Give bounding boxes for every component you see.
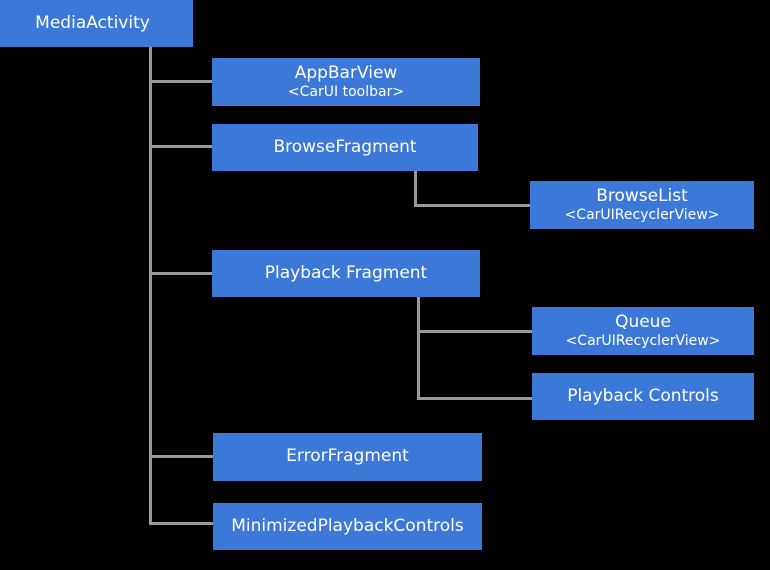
node-app-bar-view[interactable]: AppBarView <CarUI toolbar> (212, 58, 480, 106)
node-playback-controls-title: Playback Controls (567, 385, 719, 406)
connector-media-activity-to-minimized-playback-controls (149, 522, 215, 525)
node-browse-list-subtitle: <CarUIRecyclerView> (564, 207, 720, 224)
node-queue-title: Queue (615, 311, 671, 332)
node-browse-fragment[interactable]: BrowseFragment (212, 124, 478, 171)
node-minimized-playback-controls-title: MinimizedPlaybackControls (231, 515, 464, 536)
node-app-bar-view-title: AppBarView (294, 62, 398, 83)
node-error-fragment[interactable]: ErrorFragment (213, 433, 482, 481)
node-media-activity[interactable]: MediaActivity (0, 0, 193, 47)
node-browse-list[interactable]: BrowseList <CarUIRecyclerView> (530, 181, 754, 229)
connector-media-activity-to-error-fragment (149, 455, 215, 458)
node-browse-fragment-title: BrowseFragment (273, 136, 417, 157)
connector-media-activity-to-browse-fragment (149, 145, 213, 148)
connector-media-activity-to-playback-fragment (149, 272, 213, 275)
connector-media-activity-to-app-bar-view (149, 80, 213, 83)
node-error-fragment-title: ErrorFragment (286, 446, 409, 467)
connector-trunk-playback-fragment (417, 296, 420, 400)
node-browse-list-title: BrowseList (596, 185, 688, 206)
connector-playback-fragment-to-queue (417, 330, 532, 333)
node-playback-controls[interactable]: Playback Controls (532, 373, 754, 420)
node-playback-fragment-title: Playback Fragment (264, 262, 428, 283)
node-media-activity-title: MediaActivity (35, 12, 150, 33)
node-queue-subtitle: <CarUIRecyclerView> (565, 333, 721, 350)
connector-browse-fragment-to-browse-list (414, 204, 531, 207)
node-queue[interactable]: Queue <CarUIRecyclerView> (532, 307, 754, 355)
node-minimized-playback-controls[interactable]: MinimizedPlaybackControls (213, 503, 482, 550)
connector-trunk-browse-fragment (414, 171, 417, 207)
node-playback-fragment[interactable]: Playback Fragment (212, 250, 480, 297)
connector-playback-fragment-to-playback-controls (417, 397, 532, 400)
connector-trunk-media-activity (149, 47, 152, 525)
node-app-bar-view-subtitle: <CarUI toolbar> (287, 84, 405, 101)
